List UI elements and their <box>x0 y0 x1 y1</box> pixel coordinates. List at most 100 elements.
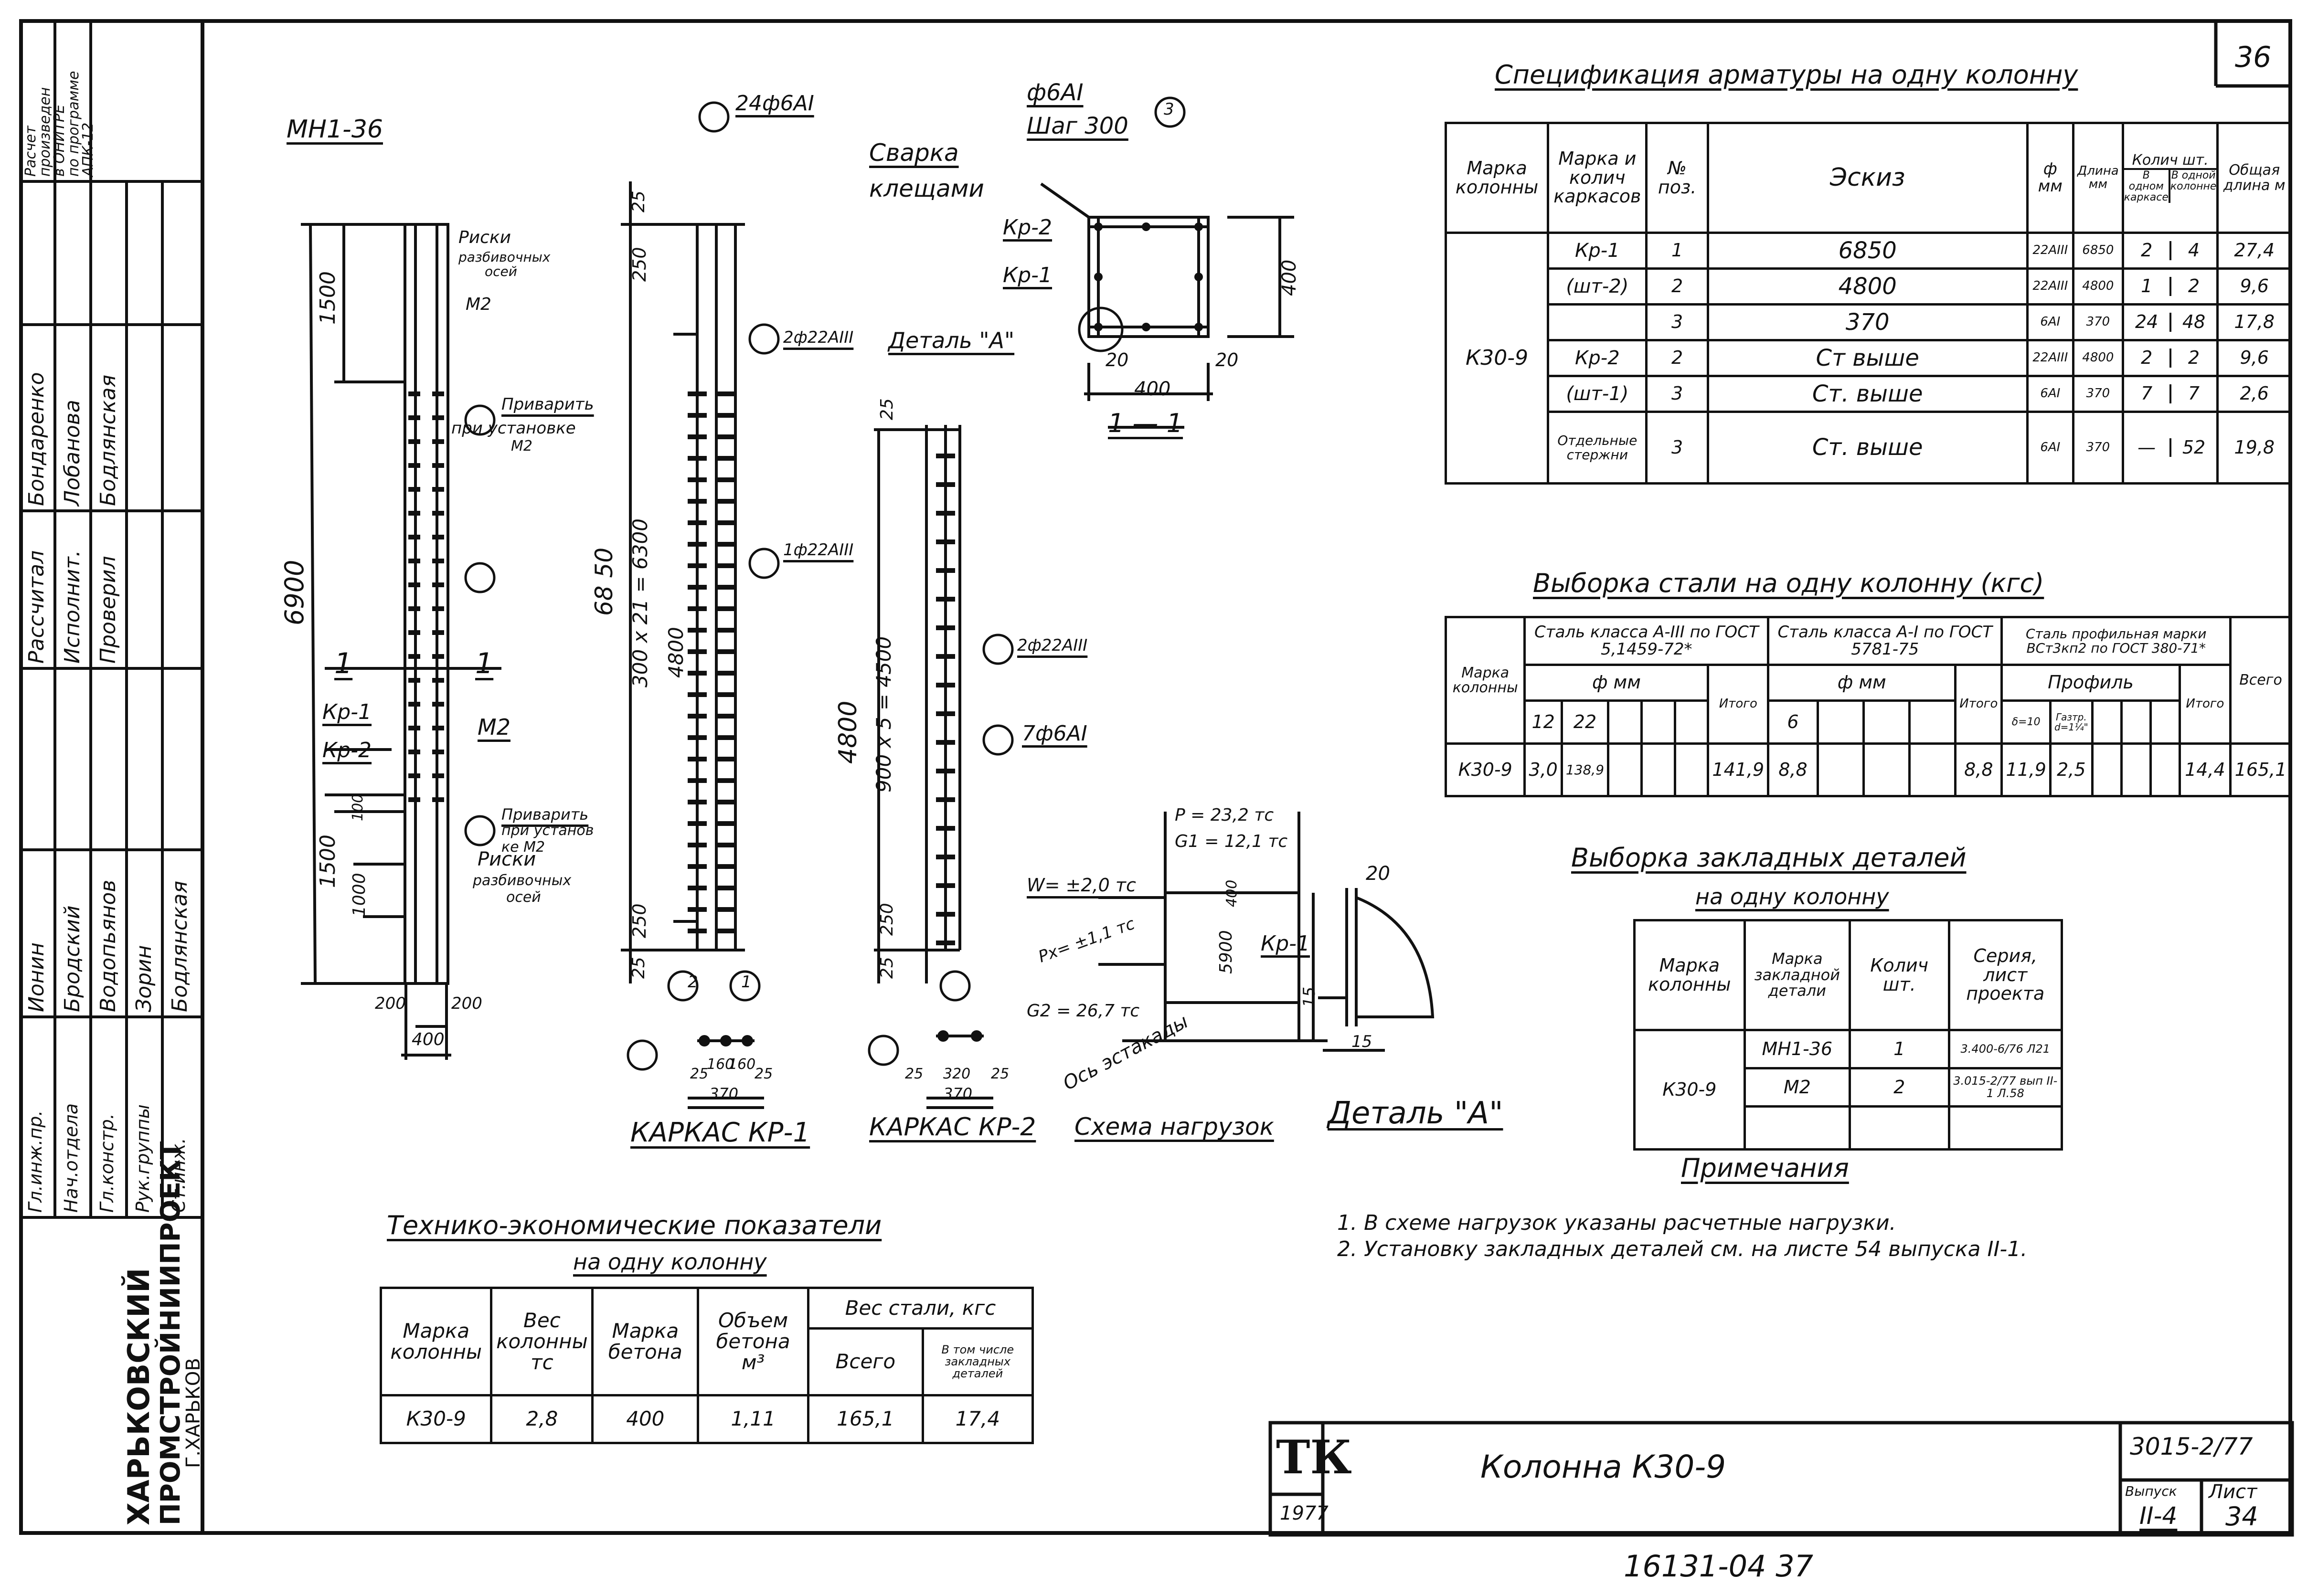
steel-h-profile: Профиль <box>2000 664 2181 702</box>
embed-cell-mark: К30-9 <box>1633 1029 1746 1151</box>
load-title: Схема нагрузок <box>1074 1113 1274 1141</box>
stamp-list-label: Лист <box>2209 1481 2257 1503</box>
spec-cell-sketch: 4800 <box>1706 267 2029 306</box>
steel-cell-e3 <box>1673 742 1710 797</box>
steel-cell-e8 <box>2120 742 2152 797</box>
spec-cell-kark: (шт-1) <box>1547 375 1648 413</box>
detail-dim-15a: 15 <box>1300 986 1319 1007</box>
section-mark-1b: 1 <box>475 647 494 680</box>
spec-cell-poz: 3 <box>1645 303 1709 341</box>
spec-cell-poz: 2 <box>1645 339 1709 377</box>
steel-h-blank3 <box>1673 699 1710 745</box>
weld-note-2b: при установ <box>501 822 594 839</box>
spec-title: Спецификация арматуры на одну колонну <box>1495 60 2078 90</box>
spec-cell-sketch: 6850 <box>1706 232 2029 270</box>
steel-h-blank8 <box>2120 699 2152 745</box>
embed-cell-ser-2: 3.015-2/77 вып II-1 Л.58 <box>1947 1067 2063 1108</box>
kr2-25-top: 25 <box>877 398 897 420</box>
steel-cell-e7 <box>2091 742 2123 797</box>
dim-400-bottom: 400 <box>412 1030 445 1049</box>
detail-title: Деталь "А" <box>1328 1096 1503 1131</box>
m2-mid-label: М2 <box>478 714 510 740</box>
tei-title: Технико-экономические показатели <box>387 1210 882 1240</box>
stamp-vyp: II-4 <box>2139 1502 2178 1530</box>
dim-100: 100 <box>350 793 366 821</box>
steel-h-itogo3: Итого <box>2178 664 2232 745</box>
steel-cell-e4 <box>1816 742 1865 797</box>
steel-h-d12: 12 <box>1523 699 1563 745</box>
spec-h-d: ф мм <box>2026 122 2074 234</box>
stirrup-pitch: Шаг 300 <box>1027 113 1128 139</box>
steel-row: К30-9 3,0 138,9 141,9 8,8 8,8 11,9 2,5 1… <box>1444 742 2292 797</box>
stamp-series: 3015-2/77 <box>2130 1433 2253 1460</box>
spec-h-n2: В одной колонне <box>2170 169 2217 192</box>
kr1-sec-dim-3: 160 <box>728 1056 756 1073</box>
kr2-callout-3-label: 7ф6АI <box>1022 721 1087 746</box>
frame-250-bot: 250 <box>629 903 650 938</box>
embed-cell-det-1: МН1-36 <box>1743 1029 1851 1069</box>
tei-h-mark: Марка колонны <box>379 1287 493 1396</box>
kr2-callout-2-label: 2ф22АIII <box>1017 636 1088 655</box>
kr2-title: КАРКАС КР-2 <box>869 1113 1036 1142</box>
embed-h-mark: Марка колонны <box>1633 919 1746 1031</box>
steel-cell-e5 <box>1862 742 1911 797</box>
embed-cell-e1 <box>1743 1105 1851 1151</box>
frame-25-top: 25 <box>629 190 649 212</box>
steel-cell-e9 <box>2149 742 2181 797</box>
spec-cell-n1: 2 <box>2124 348 2171 368</box>
notes-title: Примечания <box>1681 1153 1849 1183</box>
spec-h-mark: Марка колонны <box>1444 122 1550 234</box>
embed-h-qty: Колич шт. <box>1848 919 1950 1031</box>
embed-row-3 <box>1635 1105 2063 1151</box>
load-5900: 5900 <box>1216 930 1236 974</box>
spec-cell-n1: — <box>2124 438 2171 457</box>
detail-dim-15b: 15 <box>1351 1032 1372 1051</box>
spec-cell-n2: 48 <box>2182 311 2206 333</box>
embed-cell-e3 <box>1947 1105 2063 1151</box>
steel-h-p1: δ=10 <box>2000 699 2052 745</box>
spec-cell-poz: 1 <box>1645 232 1709 270</box>
riski-bot-2: разбивочных <box>473 872 572 889</box>
embed-subtitle: на одну колонну <box>1695 884 1889 909</box>
dim-200-right: 200 <box>451 994 482 1013</box>
steel-cell-e1 <box>1607 742 1643 797</box>
tei-h-concrete: Марка бетона <box>591 1287 700 1396</box>
spec-cell-d: 6АI <box>2026 303 2074 341</box>
steel-table: Марка колонны Сталь класса А-III по ГОСТ… <box>1444 616 2292 797</box>
spec-h-sketch: Эскиз <box>1706 122 2029 234</box>
riski-bot: Риски <box>478 848 536 870</box>
spec-cell-total: 17,8 <box>2216 303 2292 341</box>
spec-cell-n2: 2 <box>2188 347 2200 369</box>
kr2-label: Кр-2 <box>322 738 372 762</box>
riski-top-3: осей <box>485 264 517 279</box>
steel-h-blank6 <box>1908 699 1957 745</box>
riski-top-2: разбивочных <box>458 249 551 265</box>
spec-cell-n2: 52 <box>2182 436 2206 458</box>
tei-h-all: Всего <box>807 1327 924 1396</box>
steel-h-vsego: Всего <box>2229 616 2292 745</box>
kr1-sec-dim-1: 25 <box>690 1066 709 1082</box>
steel-h-blank7 <box>2091 699 2123 745</box>
spec-cell-d: 22АIII <box>2026 267 2074 306</box>
load-g2: G2 = 26,7 тс <box>1027 1001 1140 1021</box>
spec-cell-len: 370 <box>2072 303 2124 341</box>
spec-cell-d: 6АI <box>2026 411 2074 485</box>
tei-h-volume: Объем бетона м³ <box>697 1287 809 1396</box>
spec-cell-len: 4800 <box>2072 267 2124 306</box>
spec-cell-kark: Отдельные стержни <box>1547 411 1648 485</box>
spec-cell-poz: 2 <box>1645 267 1709 306</box>
tei-h-weight: Вес колонны тс <box>490 1287 594 1396</box>
weld-note-1: Приварить <box>501 395 594 414</box>
callout-3-label: 24ф6АI <box>735 91 814 116</box>
kr2-sec-dim-4: 370 <box>943 1085 973 1103</box>
steel-cell-p1: 11,9 <box>2000 742 2052 797</box>
kr2-4800: 4800 <box>834 700 862 764</box>
kr1-sec-callout-2: 2 <box>688 972 698 992</box>
stirrup-callout: 3 <box>1164 100 1174 119</box>
spec-cell-sketch: Ст выше <box>1706 339 2029 377</box>
spec-cell-total: 9,6 <box>2216 339 2292 377</box>
